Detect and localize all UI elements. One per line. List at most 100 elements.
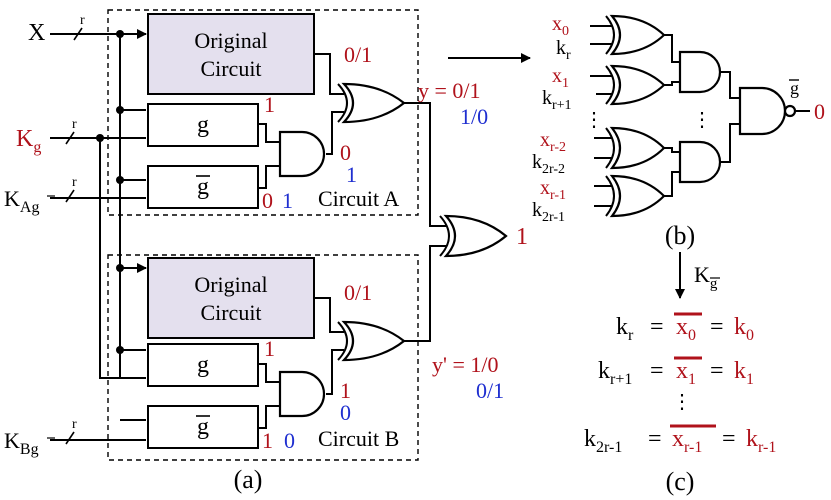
c-eq2-eq1: =: [650, 358, 664, 384]
circuit-b-label: Circuit B: [318, 426, 399, 451]
wire-y-to-final: [404, 102, 446, 227]
b-xor-0: [609, 14, 666, 56]
junction-x-gbar-a: [116, 176, 124, 184]
g-block-a: [147, 103, 259, 147]
wire-y2-to-final: [404, 245, 446, 342]
input-x-label: X: [28, 20, 45, 46]
wire-g-a-to-and: [258, 123, 280, 143]
original-circuit-b-line1: Original: [194, 272, 267, 297]
gbar-block-b-label: g: [197, 414, 209, 440]
gbar-block-a: [147, 165, 259, 209]
a-gbar-out-red: 0: [262, 188, 273, 213]
bus-width-kg: r: [72, 117, 77, 132]
or-gate-a: [341, 82, 406, 124]
a-g-out: 1: [264, 92, 275, 117]
bus-width-kbg: r: [72, 417, 77, 432]
input-kg-label: Kg: [16, 126, 41, 156]
b-xor-r1: [609, 174, 666, 218]
final-or-gate-xor-arc: [439, 215, 450, 257]
a-orig-out: 0/1: [344, 42, 372, 67]
junction-x-g-b: [116, 346, 124, 354]
g-block-a-label: g: [197, 112, 209, 138]
caption-c: (c): [666, 467, 695, 496]
b-xr2: xr-2: [540, 129, 566, 155]
b-gbar-out-red: 1: [262, 428, 273, 453]
or-gate-b: [341, 320, 406, 362]
circuit-a-label: Circuit A: [318, 186, 399, 211]
b-xor-r2: [609, 126, 666, 170]
c-eq1-eq2: =: [710, 314, 724, 340]
c-dots: ⋮: [672, 391, 692, 413]
junction-x: [116, 30, 124, 38]
wire-orig-a-to-or: [314, 53, 344, 95]
c-eq3-lhs: k2r-1: [584, 426, 622, 456]
b-xor-1: [609, 64, 666, 106]
b-xor-1-arc: [605, 65, 615, 105]
or-gate-a-xor-arc: [337, 83, 348, 123]
a-and-out-red: 0: [340, 140, 351, 165]
b-wire-xorr1-and: [664, 171, 680, 197]
c-eq1-x: x0: [676, 314, 696, 344]
bus-width-x: r: [80, 13, 85, 28]
b-orig-out: 0/1: [344, 280, 372, 305]
final-output: 1: [516, 224, 528, 250]
gbar-block-a-label: g: [197, 174, 209, 200]
y-label: y = 0/1: [418, 78, 481, 103]
original-circuit-a: [147, 13, 315, 95]
caption-b: (b): [665, 221, 695, 250]
original-circuit-a-line2: Circuit: [200, 56, 261, 81]
y2-alt: 0/1: [476, 378, 504, 403]
caption-a: (a): [234, 465, 263, 494]
bus-width-kag: r: [72, 175, 77, 190]
figure-c: kr = x0 = k0 kr+1 = x1 = k1 ⋮ k2r-1 = xr…: [584, 312, 776, 496]
b-k2r2: k2r-2: [532, 151, 565, 177]
b-dots-right: ⋮: [692, 109, 712, 131]
c-eq3-eq1: =: [648, 426, 662, 452]
b-g-out: 1: [264, 336, 275, 361]
input-kag-label: KAg: [4, 186, 39, 216]
bus-slash-kbg: [65, 431, 75, 445]
b-nand-bubble: [783, 104, 797, 118]
b-xor-r2-arc: [605, 127, 615, 169]
b-k2r1: k2r-1: [532, 199, 565, 225]
g-block-b-label: g: [197, 352, 209, 378]
b-and-out-red: 1: [340, 378, 351, 403]
bus-slash-kag: [65, 189, 75, 203]
wire-kg-to-g-b: [99, 138, 146, 379]
final-or-gate: [443, 214, 508, 258]
b-xr1: xr-1: [540, 177, 566, 203]
c-eq2-x: x1: [676, 358, 696, 388]
c-eq2-k: k1: [734, 358, 754, 388]
b-and-bottom: [678, 140, 722, 184]
a-gbar-out-blue: 1: [282, 188, 293, 213]
b-xor-r1-arc: [605, 175, 615, 217]
b-gbar-out: g: [790, 78, 799, 98]
c-eq3-k: kr-1: [746, 426, 776, 456]
b-kr: kr: [556, 37, 571, 63]
and-gate-a: [278, 130, 326, 178]
wire-g-b-to-and: [258, 363, 280, 383]
y2-label: y' = 1/0: [432, 352, 498, 377]
c-eq1-eq1: =: [650, 314, 664, 340]
b-kr1: kr+1: [542, 87, 572, 113]
b-wire-and-bottom-nand: [720, 123, 740, 163]
wire-gbar-a-to-and: [258, 165, 280, 189]
or-gate-b-xor-arc: [337, 321, 348, 361]
wire-and-b-to-or: [326, 349, 344, 395]
b-xor-0-arc: [605, 15, 615, 55]
original-circuit-b-line2: Circuit: [200, 300, 261, 325]
junction-x-orig-b: [116, 264, 124, 272]
b-wire-xor0-and: [664, 34, 680, 63]
c-eq1-lhs: kr: [616, 314, 634, 344]
figure-b: x0 kr x1 kr+1 xr-2 k2r-2 xr-1 k2r-1 ⋮ ⋮: [532, 13, 825, 250]
figure-a: X Kg KAg KBg r r r r: [4, 9, 528, 494]
wire-orig-b-to-or: [314, 297, 344, 333]
b-x1: x1: [552, 65, 569, 91]
original-circuit-a-line1: Original: [194, 28, 267, 53]
c-eq3-eq2: =: [722, 426, 736, 452]
and-gate-b: [278, 370, 326, 418]
junction-kg: [96, 134, 104, 142]
original-circuit-b: [147, 257, 315, 339]
y-alt: 1/0: [460, 104, 488, 129]
